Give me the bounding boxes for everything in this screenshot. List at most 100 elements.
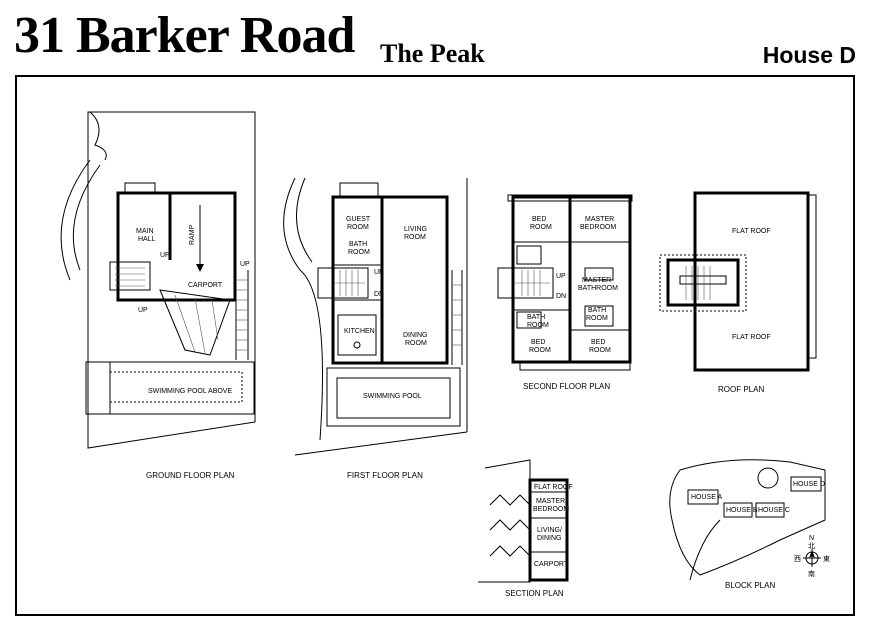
section-living-label: LIVING/: [537, 527, 562, 534]
pool-above-outline: [85, 361, 255, 415]
master-bath-label: MASTER: [582, 277, 611, 284]
bed3-label-2: ROOM: [589, 347, 611, 354]
second-dn-label: DN: [556, 293, 566, 300]
up-label-2: UP: [138, 307, 148, 314]
drawing-frame: [15, 75, 855, 616]
entry-porch: [124, 182, 156, 194]
roof-plan-caption: ROOF PLAN: [718, 385, 764, 394]
section-stair-2: [489, 519, 531, 531]
carport-floor: [159, 289, 231, 356]
first-up-label: UP: [374, 269, 384, 276]
kitchen-counter: [337, 314, 377, 356]
section-stair-1: [489, 494, 531, 506]
master-bed-label-2: BEDROOM: [580, 224, 616, 231]
bed2-label-2: ROOM: [529, 347, 551, 354]
main-hall-label-2: HALL: [138, 236, 156, 243]
bed2-label: BED: [531, 339, 545, 346]
bath-label-2: ROOM: [348, 249, 370, 256]
first-stair: [317, 267, 369, 299]
block-plan: HOUSE A HOUSE B HOUSE C HOUSE D N 北 東 西 …: [669, 459, 830, 590]
house-b-label: HOUSE B: [726, 507, 758, 514]
house-c-box: [755, 502, 785, 518]
section-flat-roof-label: FLAT ROOF: [534, 484, 573, 491]
bed1-label: BED: [532, 216, 546, 223]
bath-label: BATH: [349, 241, 367, 248]
second-up-label: UP: [556, 273, 566, 280]
ground-floor-plan: MAIN HALL RAMP CARPORT UP UP UP SWIMMING…: [60, 111, 256, 480]
second-floor-plan: BED ROOM MASTER BEDROOM UP DN MASTER BAT…: [497, 194, 633, 391]
north-label: N: [809, 535, 814, 542]
section-master-label-2: BEDROOM: [533, 506, 569, 513]
house-b-box: [723, 502, 753, 518]
section-stair-3: [489, 545, 531, 557]
second-stair: [497, 267, 554, 299]
page-title: 31 Barker Road: [14, 7, 355, 64]
flat-roof-top-label: FLAT ROOF: [732, 228, 771, 235]
kitchen-label: KITCHEN: [344, 328, 375, 335]
section-outline: [478, 459, 531, 583]
site-boundary-bottom: [294, 431, 468, 456]
section-carport-label: CARPORT: [534, 561, 569, 568]
north-arrow-icon: [809, 550, 815, 558]
roof-stair-dashed: [659, 254, 747, 312]
driveway-curve-outer: [60, 159, 91, 281]
pool-outline: [326, 367, 461, 427]
pool-above-dashed: [109, 371, 243, 403]
roof-stair-box: [666, 258, 740, 307]
house-d-label: HOUSE D: [793, 481, 825, 488]
carport-label: CARPORT: [188, 282, 223, 289]
bath2-label: BATH: [588, 307, 606, 314]
bath1-label: BATH: [527, 314, 545, 321]
first-walls: [331, 195, 449, 365]
living-label: LIVING: [404, 226, 427, 233]
pool-inner: [336, 377, 451, 419]
site-curve: [283, 177, 323, 441]
compass-west-label: 西: [794, 555, 801, 563]
pool-above-label: SWIMMING POOL ABOVE: [148, 388, 232, 395]
house-a-box: [687, 489, 719, 505]
first-floor-plan: GUEST ROOM BATH ROOM LIVING ROOM UP DN K…: [283, 177, 468, 480]
house-c-label: HOUSE C: [758, 507, 790, 514]
master-bed-label: MASTER: [585, 216, 614, 223]
main-hall-label: MAIN: [136, 228, 154, 235]
guest-room-label: GUEST: [346, 216, 371, 223]
second-balcony: [519, 361, 631, 371]
house-label: House D: [762, 42, 856, 68]
bed3-label: BED: [591, 339, 605, 346]
second-floor-caption: SECOND FLOOR PLAN: [523, 382, 610, 391]
guest-room-label-2: ROOM: [347, 224, 369, 231]
first-floor-caption: FIRST FLOOR PLAN: [347, 471, 423, 480]
house-d-box: [790, 476, 822, 492]
bath2-label-2: ROOM: [586, 315, 608, 322]
bath1-label-2: ROOM: [527, 322, 549, 329]
compass-north-label: 北: [808, 542, 815, 550]
house-a-label: HOUSE A: [691, 494, 722, 501]
ramp-label: RAMP: [189, 224, 196, 245]
entrance-arch: [89, 111, 107, 161]
pool-label: SWIMMING POOL: [363, 393, 422, 400]
section-living-label-2: DINING: [537, 535, 562, 542]
flat-roof-bottom-label: FLAT ROOF: [732, 334, 771, 341]
block-plan-caption: BLOCK PLAN: [725, 581, 775, 590]
site-boundary: [87, 111, 256, 449]
ground-floor-caption: GROUND FLOOR PLAN: [146, 471, 235, 480]
up-label-3: UP: [240, 261, 250, 268]
dining-label: DINING: [403, 332, 428, 339]
section-master-label: MASTER: [536, 498, 565, 505]
roof-plan: FLAT ROOF FLAT ROOF ROOF PLAN: [659, 191, 817, 394]
section-plan-caption: SECTION PLAN: [505, 589, 564, 598]
ground-walls: [116, 191, 237, 302]
roof-outline: [693, 191, 810, 372]
driveway-curve: [72, 164, 101, 271]
block-site-outline: [669, 459, 826, 576]
ground-stair: [109, 261, 151, 291]
section-plan: FLAT ROOF MASTER BEDROOM LIVING/ DINING …: [478, 459, 573, 598]
block-turning-circle: [757, 467, 779, 489]
master-bath-label-2: BATHROOM: [578, 285, 618, 292]
bed1-label-2: ROOM: [530, 224, 552, 231]
compass-south-label: 南: [808, 569, 815, 578]
living-label-2: ROOM: [404, 234, 426, 241]
dining-label-2: ROOM: [405, 340, 427, 347]
page-subtitle: The Peak: [380, 39, 485, 68]
